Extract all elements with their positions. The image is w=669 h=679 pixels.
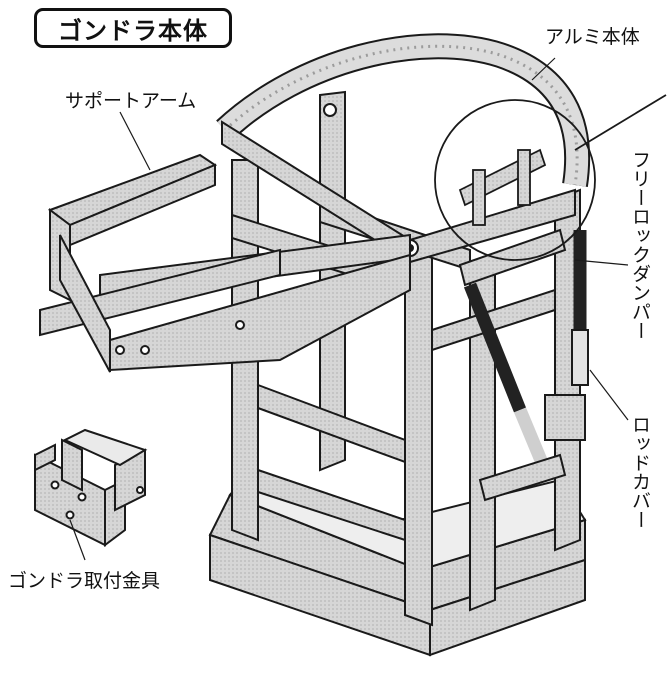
free-lock-damper-drawing [458, 228, 589, 502]
support-arm-frame [39, 153, 411, 373]
label-aluminum-body: アルミ本体 [545, 26, 640, 48]
page-title: ゴンドラ本体 [58, 16, 208, 45]
label-free-lock-damper: フリーロックダンパー [629, 150, 651, 340]
label-rod-cover: ロッドカバー [629, 415, 651, 529]
base-platform [208, 468, 587, 657]
label-support-arm: サポートアーム [65, 90, 197, 112]
detail-circle [434, 94, 667, 261]
mount-bracket-drawing [34, 428, 148, 547]
label-mount-bracket: ゴンドラ取付金具 [8, 570, 161, 592]
title-badge: ゴンドラ本体 [34, 8, 232, 48]
leader-lines [69, 57, 629, 561]
